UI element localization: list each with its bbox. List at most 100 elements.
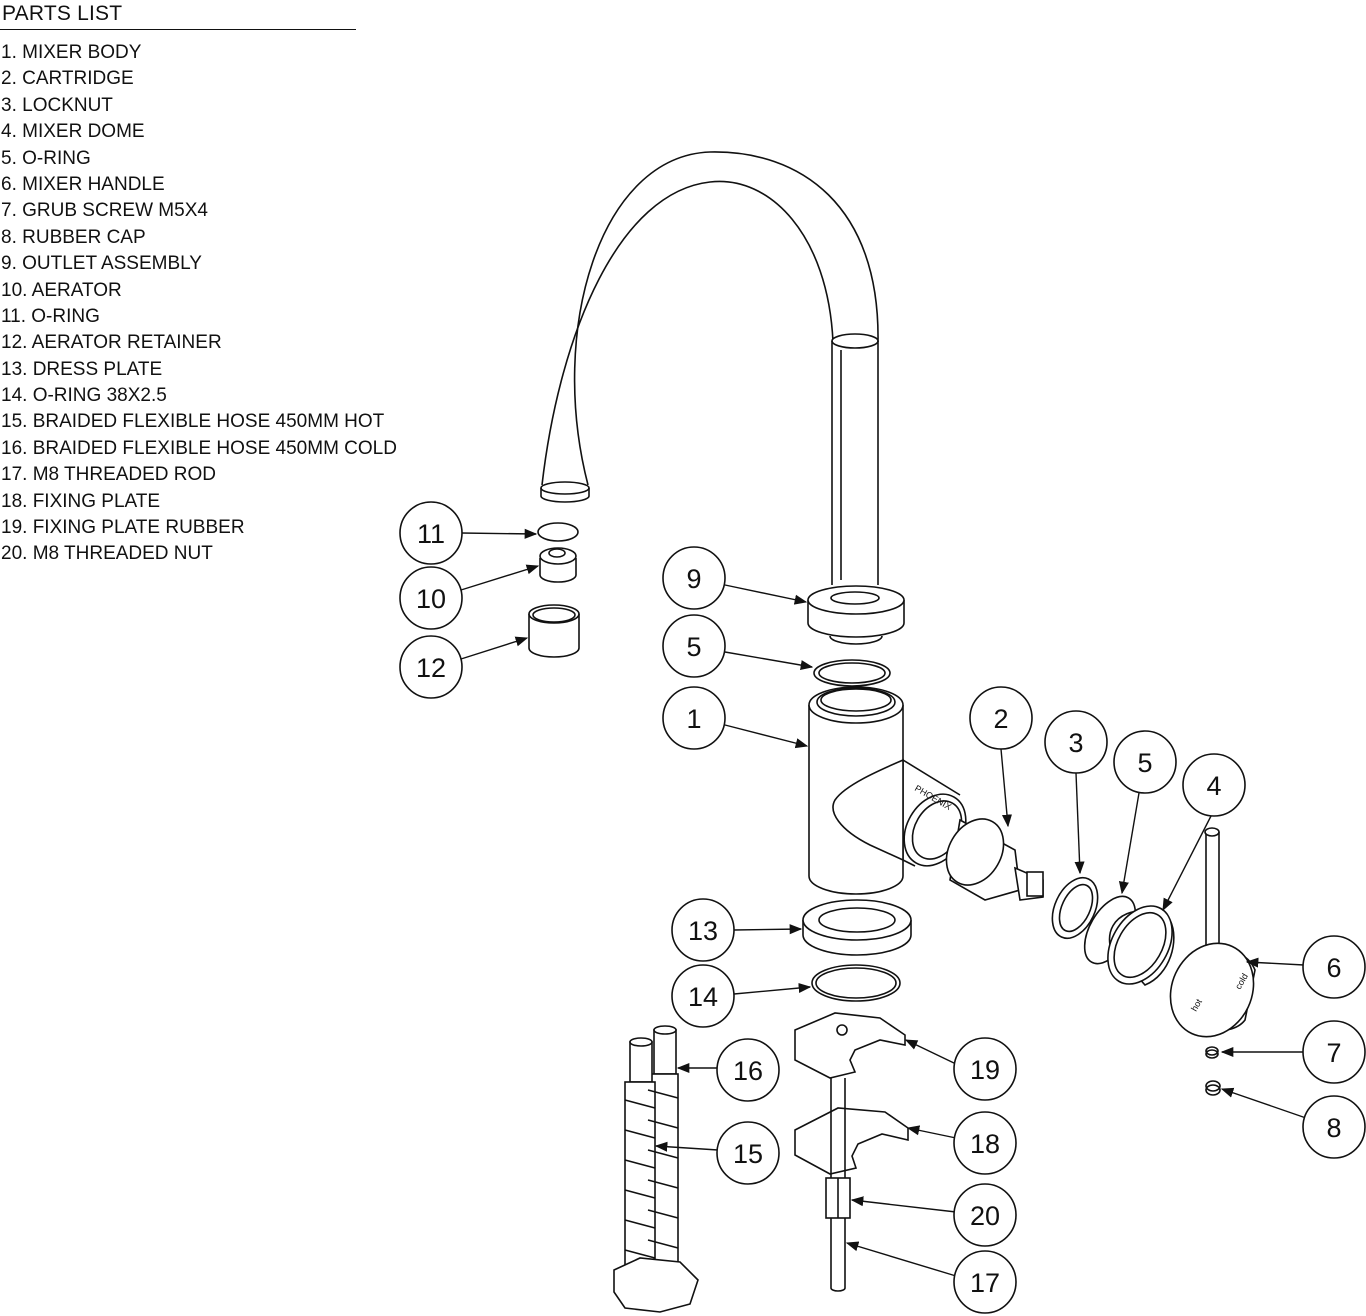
parts-list-item-9: 9. OUTLET ASSEMBLY <box>1 253 202 275</box>
parts-list-item-10: 10. AERATOR <box>1 279 122 301</box>
callout-6: 6 <box>1302 935 1366 999</box>
svg-text:15: 15 <box>733 1139 763 1169</box>
leader-13 <box>733 924 803 935</box>
grub-screw-drawing <box>1205 1046 1219 1059</box>
callout-5-side: 5 <box>1113 730 1177 794</box>
callout-19: 19 <box>953 1037 1017 1101</box>
svg-text:8: 8 <box>1326 1113 1341 1143</box>
parts-list-item-4: 4. MIXER DOME <box>1 121 145 143</box>
parts-list-item-7: 7. GRUB SCREW M5X4 <box>1 200 208 222</box>
aerator-drawing <box>539 547 577 583</box>
svg-text:20: 20 <box>970 1201 1000 1231</box>
parts-list-item-1: 1. MIXER BODY <box>1 42 142 63</box>
parts-list-item-8: 8. RUBBER CAP <box>1 226 146 248</box>
rubber-cap-drawing <box>1205 1080 1221 1096</box>
callout-16: 16 <box>716 1038 780 1102</box>
callout-15: 15 <box>716 1121 780 1185</box>
svg-text:2: 2 <box>993 704 1008 734</box>
svg-text:17: 17 <box>970 1268 1000 1298</box>
parts-list-item-19: 19. FIXING PLATE RUBBER <box>1 517 245 539</box>
mixer-dome-drawing <box>1107 905 1175 986</box>
svg-text:13: 13 <box>688 916 718 946</box>
parts-list-item-5: 5. O-RING <box>1 147 91 169</box>
parts-list-item-18: 18. FIXING PLATE <box>1 490 161 512</box>
aerator-retainer-drawing <box>528 604 580 658</box>
leader-6 <box>1245 957 1305 968</box>
leader-14 <box>733 983 812 995</box>
parts-list-item-17: 17. M8 THREADED ROD <box>1 464 217 486</box>
parts-list-item-14: 14. O-RING 38X2.5 <box>1 385 167 407</box>
parts-list-item-15: 15. BRAIDED FLEXIBLE HOSE 450MM HOT <box>1 411 385 433</box>
parts-list-items: 1. MIXER BODY 2. CARTRIDGE 3. LOCKNUT 4.… <box>0 40 420 568</box>
svg-text:5: 5 <box>1137 748 1152 778</box>
leader-5-side <box>1118 792 1140 895</box>
callout-1: 1 <box>662 686 726 750</box>
parts-list-item-11: 11. O-RING <box>1 305 100 327</box>
svg-text:7: 7 <box>1326 1038 1341 1068</box>
spout-drawing <box>540 151 879 585</box>
callout-3: 3 <box>1044 710 1108 774</box>
fixing-plate-rubber-drawing <box>794 1012 906 1079</box>
leader-5-upper <box>724 651 814 671</box>
leader-8 <box>1220 1087 1307 1119</box>
callout-9: 9 <box>662 546 726 610</box>
leader-lines <box>460 528 1307 1277</box>
callout-10: 10 <box>399 566 463 630</box>
callout-11: 11 <box>399 501 463 565</box>
svg-text:19: 19 <box>970 1055 1000 1085</box>
leader-17 <box>845 1241 957 1277</box>
svg-text:10: 10 <box>416 584 446 614</box>
callout-8: 8 <box>1302 1095 1366 1159</box>
hose-braid-pattern <box>624 1089 679 1259</box>
leader-2 <box>1000 748 1012 828</box>
callout-20: 20 <box>953 1183 1017 1247</box>
o-ring-upper-drawing <box>813 659 891 687</box>
callout-7: 7 <box>1302 1020 1366 1084</box>
leader-12 <box>460 636 529 660</box>
callout-17: 17 <box>953 1250 1017 1314</box>
svg-text:9: 9 <box>686 564 701 594</box>
svg-text:14: 14 <box>688 982 718 1012</box>
cartridge-drawing <box>945 818 1044 901</box>
braided-hose-hot-drawing <box>613 1037 699 1313</box>
callout-13: 13 <box>671 898 735 962</box>
threaded-nut-drawing <box>825 1177 851 1219</box>
svg-text:11: 11 <box>417 519 445 549</box>
parts-list-item-13: 13. DRESS PLATE <box>1 358 163 380</box>
outlet-assembly-drawing <box>807 585 905 645</box>
parts-list-item-2: 2. CARTRIDGE <box>1 68 134 90</box>
callout-2: 2 <box>969 686 1033 750</box>
svg-text:6: 6 <box>1326 953 1341 983</box>
svg-text:16: 16 <box>733 1056 763 1086</box>
leader-9 <box>724 584 808 605</box>
leader-15 <box>654 1141 719 1152</box>
base-o-ring-drawing <box>811 964 901 1002</box>
leader-10 <box>460 564 540 591</box>
leader-11 <box>460 528 538 539</box>
leader-20 <box>850 1196 957 1213</box>
fixing-plate-drawing <box>794 1107 909 1175</box>
parts-list-item-6: 6. MIXER HANDLE <box>1 173 165 195</box>
locknut-drawing <box>1051 876 1099 940</box>
parts-list-underline <box>0 29 356 30</box>
callout-18: 18 <box>953 1111 1017 1175</box>
svg-text:4: 4 <box>1206 771 1221 801</box>
leader-1 <box>724 724 809 749</box>
callout-12: 12 <box>399 635 463 699</box>
callout-4: 4 <box>1182 753 1246 817</box>
leader-18 <box>906 1125 957 1139</box>
svg-text:5: 5 <box>686 632 701 662</box>
leader-3 <box>1074 772 1085 875</box>
aerator-o-ring-drawing <box>537 522 579 542</box>
parts-list-item-20: 20. M8 THREADED NUT <box>1 543 213 565</box>
svg-text:12: 12 <box>416 653 446 683</box>
callout-5-upper: 5 <box>662 614 726 678</box>
parts-list-item-12: 12. AERATOR RETAINER <box>1 332 222 354</box>
callout-14: 14 <box>671 964 735 1028</box>
parts-list-title: PARTS LIST <box>2 2 123 25</box>
leader-19 <box>904 1039 957 1065</box>
dress-plate-drawing <box>802 899 912 956</box>
parts-list: PARTS LIST 1. MIXER BODY 2. CARTRIDGE 3.… <box>0 0 420 568</box>
mixer-handle-drawing: hot cold <box>1169 827 1256 1038</box>
